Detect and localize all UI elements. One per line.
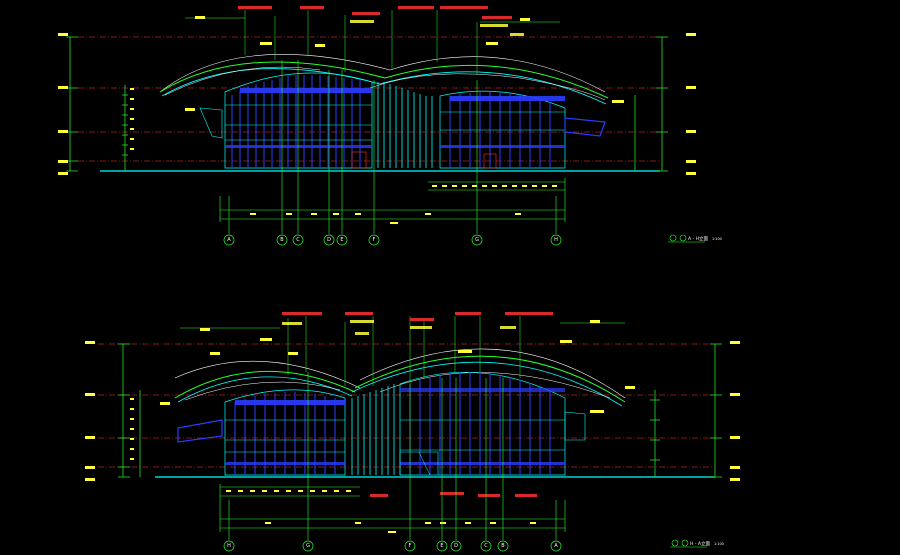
bottom-dims-bottom bbox=[219, 484, 566, 532]
grid-label-d-top: D bbox=[327, 237, 331, 243]
grid-label-f-top: F bbox=[373, 237, 376, 243]
grid-label-e-top: E bbox=[340, 237, 343, 243]
elevation-title-top: A - H立面 1:100 bbox=[668, 234, 722, 243]
grid-label-g-top: G bbox=[475, 237, 479, 243]
grid-label-a-bottom: A bbox=[554, 543, 558, 549]
facade-left-bottom bbox=[177, 389, 346, 476]
elevation-title-bottom: H - A立面 1:100 bbox=[670, 539, 724, 548]
elevation-scale-bottom: 1:100 bbox=[714, 542, 724, 546]
right-dim-chain-top bbox=[634, 36, 668, 172]
elevation-bottom: H G F E D C B A H - A立面 1:100 bbox=[85, 312, 740, 552]
grid-label-g-bottom: G bbox=[306, 543, 310, 549]
grid-label-h-bottom: H bbox=[227, 543, 231, 549]
elevation-scale-top: 1:100 bbox=[712, 237, 722, 241]
roof-top bbox=[159, 54, 609, 105]
grid-letters-bottom: H G F E D C B A bbox=[227, 543, 558, 549]
left-dim-chain-bottom bbox=[118, 343, 141, 478]
grid-label-c-top: C bbox=[296, 237, 300, 243]
grid-label-b-top: B bbox=[280, 237, 284, 243]
annotations-top bbox=[185, 10, 560, 75]
grid-bubbles-bottom bbox=[223, 540, 562, 552]
glass-core-bottom bbox=[351, 384, 395, 475]
facade-right-top bbox=[199, 90, 606, 169]
glass-core-top bbox=[377, 82, 433, 168]
elevation-top: A B C D E F G H A - H立面 1:100 bbox=[58, 6, 722, 246]
grid-axes-bottom bbox=[228, 372, 557, 540]
grid-label-c-bottom: C bbox=[484, 543, 488, 549]
grid-label-e-bottom: E bbox=[440, 543, 443, 549]
grid-label-a-top: A bbox=[227, 237, 231, 243]
elevation-title-bottom-text: H - A立面 bbox=[690, 540, 710, 547]
grid-bubbles-top bbox=[223, 234, 562, 246]
facade-left-top bbox=[224, 72, 373, 169]
bottom-dim-text-bottom bbox=[226, 490, 536, 533]
roof-bottom bbox=[174, 348, 626, 407]
level-lines-bottom bbox=[98, 343, 715, 468]
grid-label-d-bottom: D bbox=[454, 543, 458, 549]
grid-axes-top bbox=[228, 60, 557, 234]
facade-right-bottom bbox=[399, 372, 586, 476]
grid-label-f-bottom: F bbox=[409, 543, 412, 549]
elevation-title-top-text: A - H立面 bbox=[688, 235, 708, 242]
bottom-dims-top bbox=[219, 178, 566, 222]
grid-letters-top: A B C D E F G H bbox=[227, 237, 558, 243]
bottom-dim-text-top bbox=[250, 185, 557, 224]
annotation-text-bottom bbox=[85, 312, 740, 497]
grid-label-b-bottom: B bbox=[501, 543, 505, 549]
grid-label-h-top: H bbox=[554, 237, 558, 243]
annotation-text-top bbox=[58, 6, 696, 175]
right-dim-chain-bottom bbox=[650, 343, 722, 478]
